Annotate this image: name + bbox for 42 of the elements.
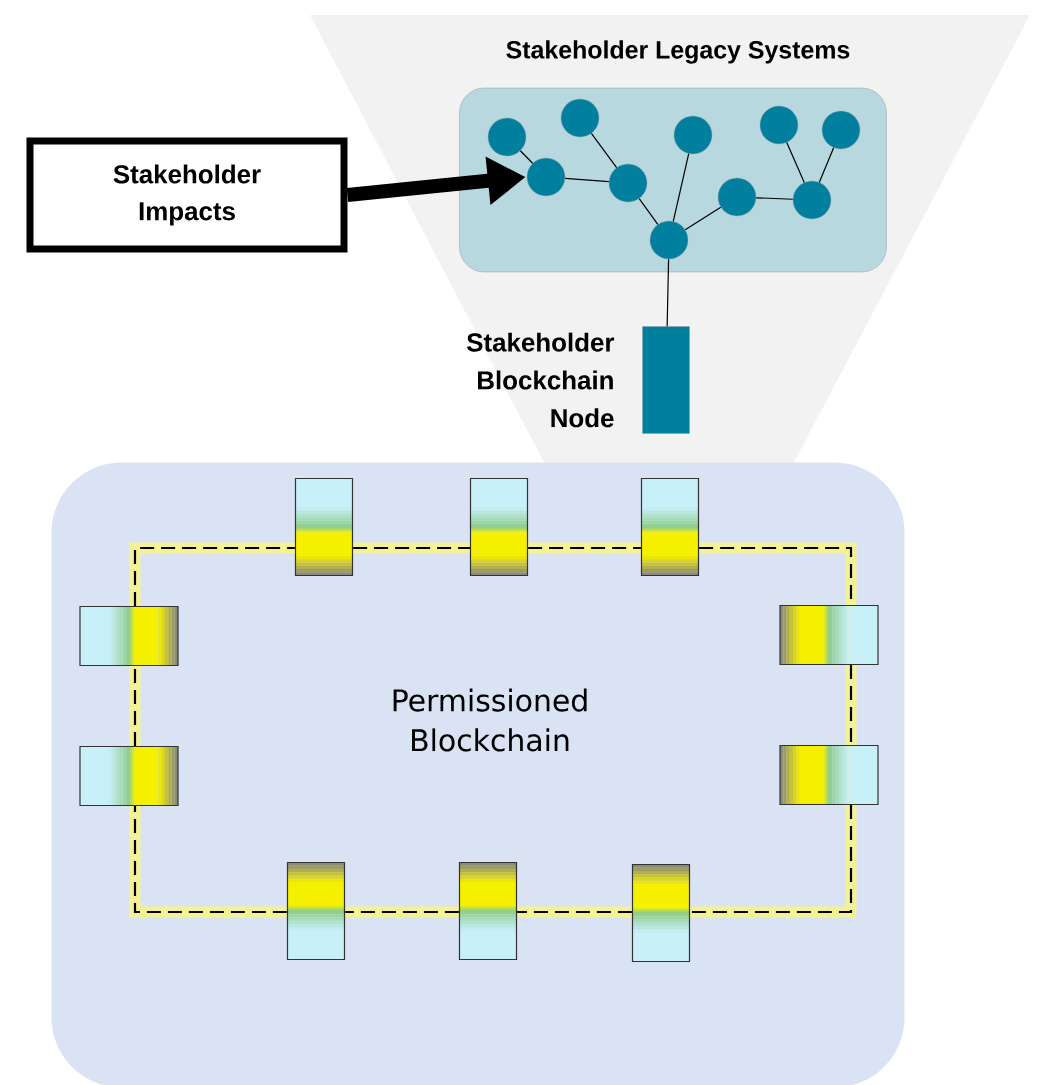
connector-line: [517, 910, 632, 914]
link-line: [672, 153, 690, 222]
link-line: [666, 258, 670, 327]
block: [79, 745, 179, 807]
connector-line: [528, 546, 641, 550]
connector-line: [133, 546, 295, 606]
link-line: [564, 177, 610, 183]
block: [779, 604, 879, 666]
node-label: Stakeholder Legacy Systems: [506, 40, 850, 64]
system-circle: [487, 117, 527, 157]
system-circle: [821, 110, 861, 150]
block: [469, 477, 529, 577]
system-circle: [673, 115, 713, 155]
link-line: [638, 198, 659, 225]
system-circle: [759, 105, 799, 145]
connector-line: [133, 806, 287, 914]
link-line: [755, 197, 794, 200]
connector-line: [345, 910, 459, 914]
system-circle: [792, 180, 832, 220]
block: [294, 477, 354, 577]
connector-line: [690, 805, 853, 914]
system-circle: [717, 177, 757, 217]
block: [79, 605, 179, 667]
link-line: [519, 150, 534, 164]
system-circle: [526, 157, 566, 197]
system-circle: [560, 98, 600, 138]
link-line: [590, 132, 618, 169]
block: [640, 477, 700, 577]
block: [779, 744, 879, 806]
impact-box: Stakeholder Impacts: [26, 137, 348, 253]
link-line: [684, 206, 722, 231]
connector-line: [849, 665, 853, 745]
link-line: [786, 142, 805, 184]
system-circle: [608, 163, 648, 203]
connector-line: [133, 666, 137, 746]
link-line: [818, 147, 835, 183]
connector-line: [353, 546, 470, 550]
node-label: Stakeholder Blockchain Node: [466, 332, 615, 428]
block: [458, 861, 518, 961]
system-circle: [649, 220, 689, 260]
block: [631, 863, 691, 963]
block: [286, 861, 346, 961]
